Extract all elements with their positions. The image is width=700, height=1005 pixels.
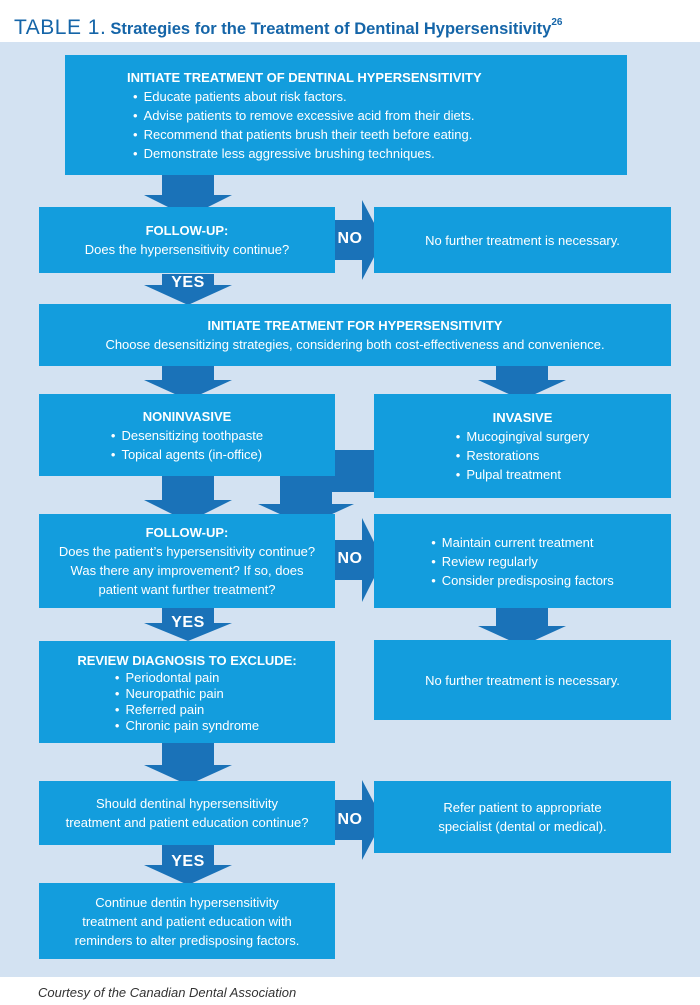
text-line: treatment and patient education with [82,913,292,929]
arrow-down-yes-1 [144,274,232,305]
no-further-treatment-box-2: No further treatment is necessary. [374,640,671,720]
review-diagnosis-box: REVIEW DIAGNOSIS TO EXCLUDE: Periodontal… [39,641,335,743]
arrow-right-no-2 [322,518,383,602]
review-diagnosis-heading: REVIEW DIAGNOSIS TO EXCLUDE: [77,652,297,668]
list-item: Referred pain [115,702,259,718]
noninvasive-heading: NONINVASIVE [142,408,232,424]
invasive-box: INVASIVE Mucogingival surgery Restoratio… [374,394,671,498]
initiate-treatment-list: Educate patients about risk factors. Adv… [127,87,475,163]
table-number: TABLE 1. [14,16,107,39]
list-item: Consider predisposing factors [431,571,614,590]
arrow-down-noninvasive [144,357,232,400]
list-item: Desensitizing toothpaste [111,426,263,445]
should-continue-box: Should dentinal hypersensitivity treatme… [39,781,335,845]
initiate-treatment-heading: INITIATE TREATMENT OF DENTINAL HYPERSENS… [127,69,482,85]
list-item: Demonstrate less aggressive brushing tec… [133,144,475,163]
list-item: Recommend that patients brush their teet… [133,125,475,144]
list-item: Pulpal treatment [456,465,589,484]
invasive-heading: INVASIVE [492,410,553,425]
followup-2-heading: FOLLOW-UP: [145,525,229,540]
initiate-treatment-for-text: Choose desensitizing strategies, conside… [105,337,605,352]
should-continue-question: Should dentinal hypersensitivity treatme… [66,794,309,832]
text-line: Was there any improvement? If so, does [70,563,304,578]
list-item: Restorations [456,446,589,465]
followup-2-question: Does the patient’s hypersensitivity cont… [59,542,315,599]
reference-superscript: 26 [551,17,563,28]
no-further-treatment-text: No further treatment is necessary. [425,672,620,688]
review-diagnosis-list: Periodontal pain Neuropathic pain Referr… [115,670,259,734]
no-further-treatment-text: No further treatment is necessary. [425,232,620,248]
text-line: patient want further treatment? [98,582,276,597]
noninvasive-list: Desensitizing toothpaste Topical agents … [111,426,263,464]
yes-label-3: YES [171,853,205,870]
list-item: Neuropathic pain [115,686,259,702]
initiate-treatment-for-box: INITIATE TREATMENT FOR HYPERSENSITIVITY … [39,304,671,366]
followup-box-2: FOLLOW-UP: Does the patient’s hypersensi… [39,514,335,608]
maintain-treatment-box: Maintain current treatment Review regula… [374,514,671,608]
refer-specialist-text: Refer patient to appropriate specialist … [438,798,606,836]
refer-specialist-box: Refer patient to appropriate specialist … [374,781,671,853]
arrow-down-1 [144,166,232,217]
arrow-down-yes-3 [144,843,232,885]
continue-treatment-text: Continue dentin hypersensitivity treatme… [75,893,300,950]
list-item: Mucogingival surgery [456,427,589,446]
noninvasive-box: NONINVASIVE Desensitizing toothpaste Top… [39,394,335,476]
yes-label-1: YES [171,274,205,291]
initiate-treatment-for-heading: INITIATE TREATMENT FOR HYPERSENSITIVITY [207,318,503,333]
followup-1-heading: FOLLOW-UP: [145,223,229,238]
no-further-treatment-box-1: No further treatment is necessary. [374,207,671,273]
no-label-2: NO [337,550,363,567]
text-line: Does the patient’s hypersensitivity cont… [58,544,316,559]
text-line: specialist (dental or medical). [438,819,607,834]
initiate-treatment-box: INITIATE TREATMENT OF DENTINAL HYPERSENS… [65,55,627,175]
table-title: TABLE 1.Strategies for the Treatment of … [14,8,563,39]
no-label-3: NO [337,811,363,828]
arrow-down-invasive [478,357,566,400]
list-item: Advise patients to remove excessive acid… [133,106,475,125]
arrow-down-followup-2 [144,470,232,522]
list-item: Periodontal pain [115,670,259,686]
invasive-list: Mucogingival surgery Restorations Pulpal… [456,427,589,484]
followup-1-question: Does the hypersensitivity continue? [84,242,290,257]
table-title-text: Strategies for the Treatment of Dentinal… [110,20,552,38]
list-item: Maintain current treatment [431,533,614,552]
list-item: Chronic pain syndrome [115,718,259,734]
list-item: Educate patients about risk factors. [133,87,475,106]
arrow-down-maintain [478,608,566,646]
no-label-1: NO [337,230,363,247]
maintain-treatment-list: Maintain current treatment Review regula… [431,533,614,590]
arrow-down-yes-2 [144,608,232,641]
text-line: Refer patient to appropriate [443,800,602,815]
text-line: treatment and patient education continue… [65,815,309,830]
continue-treatment-box: Continue dentin hypersensitivity treatme… [39,883,335,959]
arrow-right-no-3 [322,780,383,860]
text-line: Continue dentin hypersensitivity [95,894,279,910]
arrow-right-no-1 [322,200,383,280]
courtesy-caption: Courtesy of the Canadian Dental Associat… [38,985,297,1000]
text-line: Should dentinal hypersensitivity [95,796,279,811]
list-item: Topical agents (in-office) [111,445,263,464]
arrow-down-should [144,743,232,785]
text-line: reminders to alter predisposing factors. [74,932,300,948]
list-item: Review regularly [431,552,614,571]
followup-box-1: FOLLOW-UP: Does the hypersensitivity con… [39,207,335,273]
yes-label-2: YES [171,614,205,631]
